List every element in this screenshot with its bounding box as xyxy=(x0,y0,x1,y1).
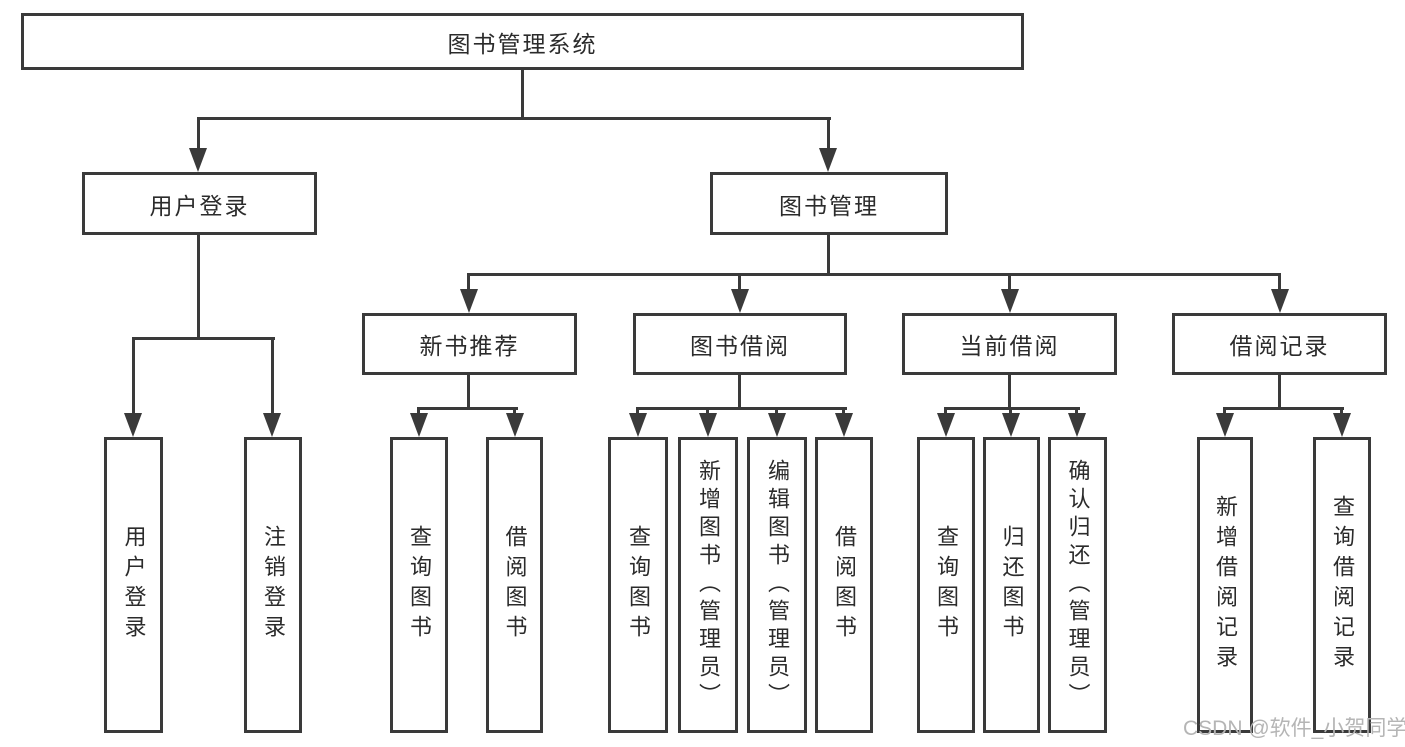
connector-drop-leaf xyxy=(1075,407,1078,415)
node-new-book-recommendation: 新书推荐 xyxy=(362,313,577,375)
connector-drop-leaf xyxy=(417,407,420,415)
node-user-login: 用户登录 xyxy=(82,172,317,235)
arrowhead-down-icon xyxy=(263,413,281,437)
arrowhead-down-icon xyxy=(768,413,786,437)
connector-drop-leaf xyxy=(636,407,639,415)
connector-newbook-bar xyxy=(417,407,518,410)
connector-drop-leaf xyxy=(513,407,516,415)
connector-drop-leaf xyxy=(842,407,845,415)
connector-drop-book-mgmt xyxy=(827,117,830,149)
leaf-bb-borrow-books: 借阅图书 xyxy=(815,437,873,733)
node-book-borrowing: 图书借阅 xyxy=(633,313,847,375)
arrowhead-down-icon xyxy=(410,413,428,437)
connector-userlogin-stem xyxy=(197,235,200,340)
connector-drop-leaf xyxy=(1340,407,1343,415)
arrowhead-down-icon xyxy=(506,413,524,437)
connector-borrowrecord-stem xyxy=(1278,375,1281,410)
leaf-br-add-record: 新增借阅记录 xyxy=(1197,437,1253,733)
connector-currentborrow-stem xyxy=(1008,375,1011,410)
connector-root-bar xyxy=(197,117,831,120)
connector-borrowrecord-bar xyxy=(1223,407,1344,410)
leaf-user-login: 用户登录 xyxy=(104,437,163,733)
leaf-br-query-record: 查询借阅记录 xyxy=(1313,437,1371,733)
arrowhead-down-icon xyxy=(1002,413,1020,437)
leaf-cb-query-books: 查询图书 xyxy=(917,437,975,733)
arrowhead-down-icon xyxy=(1068,413,1086,437)
node-borrowing-records: 借阅记录 xyxy=(1172,313,1387,375)
connector-drop-book-borrow xyxy=(738,273,741,291)
connector-drop-leaf xyxy=(1223,407,1226,415)
connector-drop-leaf xyxy=(1009,407,1012,415)
arrowhead-down-icon xyxy=(731,289,749,313)
connector-drop-user-login xyxy=(197,117,200,149)
node-current-borrowing: 当前借阅 xyxy=(902,313,1117,375)
connector-drop-new-book xyxy=(467,273,470,291)
connector-drop-current-borrow xyxy=(1008,273,1011,291)
connector-root-stem xyxy=(521,70,524,117)
connector-bookborrow-bar xyxy=(636,407,847,410)
leaf-nb-borrow-books: 借阅图书 xyxy=(486,437,543,733)
leaf-nb-query-books: 查询图书 xyxy=(390,437,448,733)
node-book-management: 图书管理 xyxy=(710,172,948,235)
connector-currentborrow-bar xyxy=(944,407,1080,410)
connector-drop-leaf xyxy=(775,407,778,415)
leaf-bb-query-books: 查询图书 xyxy=(608,437,668,733)
leaf-logout-login: 注销登录 xyxy=(244,437,302,733)
csdn-watermark: CSDN @软件_小贺同学 xyxy=(1183,717,1405,740)
arrowhead-down-icon xyxy=(699,413,717,437)
leaf-bb-edit-books-admin: 编辑图书（管理员） xyxy=(747,437,807,733)
arrowhead-down-icon xyxy=(1001,289,1019,313)
node-library-system: 图书管理系统 xyxy=(21,13,1024,70)
connector-bookborrow-stem xyxy=(738,375,741,410)
leaf-bb-add-books-admin: 新增图书（管理员） xyxy=(678,437,738,733)
connector-userlogin-bar xyxy=(132,337,275,340)
leaf-cb-confirm-return-admin: 确认归还（管理员） xyxy=(1048,437,1107,733)
arrowhead-down-icon xyxy=(124,413,142,437)
connector-newbook-stem xyxy=(467,375,470,410)
connector-drop-borrow-record xyxy=(1278,273,1281,291)
arrowhead-down-icon xyxy=(835,413,853,437)
arrowhead-down-icon xyxy=(1216,413,1234,437)
arrowhead-down-icon xyxy=(937,413,955,437)
connector-drop-leaf xyxy=(271,337,274,414)
arrowhead-down-icon xyxy=(1333,413,1351,437)
connector-drop-leaf xyxy=(132,337,135,414)
connector-drop-leaf xyxy=(706,407,709,415)
connector-drop-leaf xyxy=(944,407,947,415)
arrowhead-down-icon xyxy=(819,148,837,172)
arrowhead-down-icon xyxy=(189,148,207,172)
connector-bookmgmt-stem xyxy=(827,235,830,276)
arrowhead-down-icon xyxy=(629,413,647,437)
arrowhead-down-icon xyxy=(460,289,478,313)
leaf-cb-return-books: 归还图书 xyxy=(983,437,1040,733)
arrowhead-down-icon xyxy=(1271,289,1289,313)
connector-bookmgmt-bar xyxy=(467,273,1281,276)
